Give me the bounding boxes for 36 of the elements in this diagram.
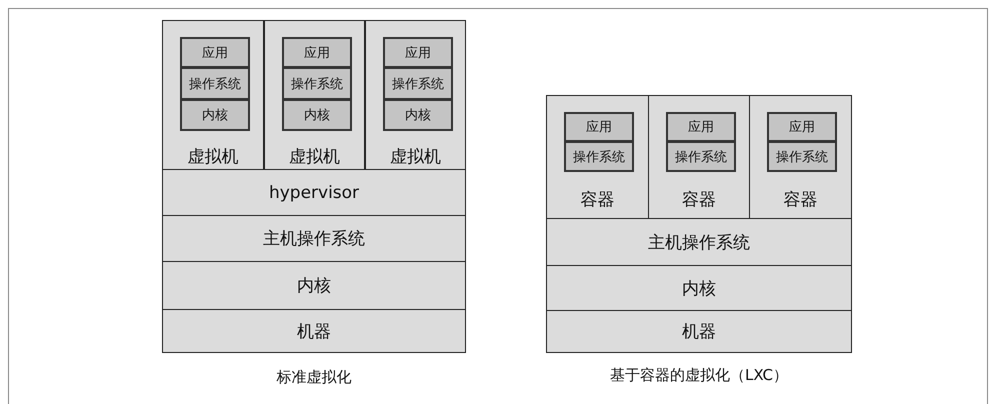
layer-band: 机器 [162, 309, 466, 353]
container-column [749, 95, 852, 219]
layer-band: 主机操作系统 [546, 218, 852, 266]
stack-label: 标准虚拟化 [276, 368, 352, 387]
layer-box: 内核 [282, 99, 352, 131]
column-label: 虚拟机 [288, 146, 341, 168]
layer-box: 操作系统 [564, 141, 634, 172]
vm-column [365, 20, 466, 170]
layer-band: hypervisor [162, 169, 466, 216]
stack-label: 基于容器的虚拟化（LXC） [608, 366, 789, 385]
layer-box: 应用 [666, 112, 736, 142]
layer-box: 操作系统 [180, 67, 250, 100]
vm-column [162, 20, 264, 170]
layer-box: 操作系统 [666, 141, 736, 172]
layer-box: 操作系统 [383, 67, 453, 100]
container-column [546, 95, 649, 219]
layer-box: 内核 [180, 99, 250, 131]
layer-band: 主机操作系统 [162, 215, 466, 262]
column-label: 虚拟机 [389, 146, 442, 168]
layer-box: 应用 [564, 112, 634, 142]
layer-box: 操作系统 [767, 141, 837, 172]
layer-box: 应用 [282, 37, 352, 68]
layer-box: 应用 [767, 112, 837, 142]
layer-box: 应用 [180, 37, 250, 68]
layer-box: 应用 [383, 37, 453, 68]
layer-band: 内核 [546, 265, 852, 311]
column-label: 容器 [681, 189, 717, 211]
layer-band: 机器 [546, 310, 852, 353]
column-label: 容器 [580, 189, 616, 211]
vm-column [264, 20, 365, 170]
layer-band: 内核 [162, 261, 466, 310]
column-label: 虚拟机 [186, 146, 240, 168]
layer-box: 内核 [383, 99, 453, 131]
container-column [648, 95, 750, 219]
layer-box: 操作系统 [282, 67, 352, 100]
column-label: 容器 [782, 189, 818, 211]
